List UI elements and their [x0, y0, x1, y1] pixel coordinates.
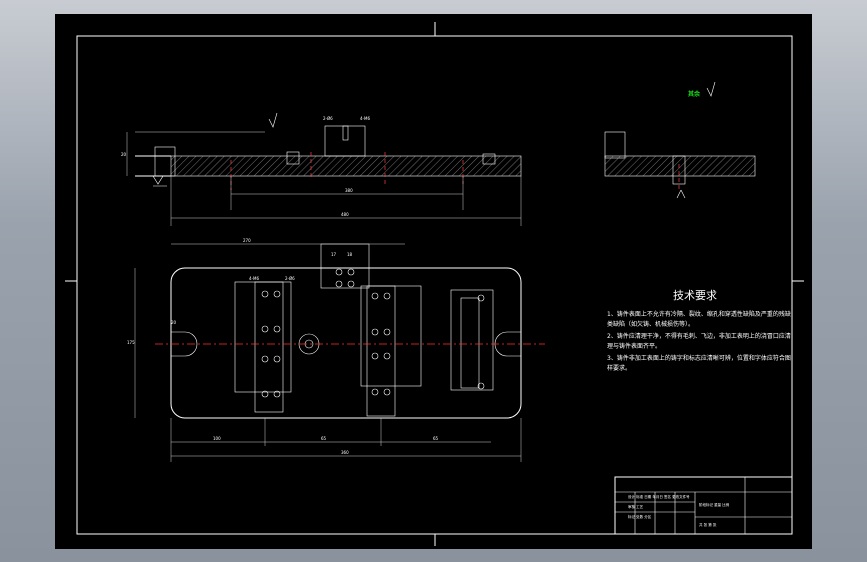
tb-row5: 共 张 第 张: [699, 522, 717, 527]
dim-top-width: 380: [345, 188, 353, 193]
dim-seg3: 65: [433, 436, 439, 441]
technical-requirements: 技术要求 1、铸件表面上不允许有冷隔、裂纹、缩孔和穿透性缺陷及严重的残缺 类缺陷…: [607, 289, 791, 372]
cad-viewport[interactable]: 380 480 20 2-Ø6 4-M6 其余: [55, 14, 812, 549]
hole-label-top: 2-Ø6: [323, 116, 333, 121]
note-line-4: 理与铸件表面齐平。: [607, 342, 661, 350]
dim-top-overall: 480: [341, 212, 349, 217]
title-block: 设计 标准 日期 年月日 签名 更改文件号 审核 工艺 标记 处数 分区 阶段标…: [614, 476, 793, 535]
plan-view: 360 270 100 65 65 175 20 4-M6 2-Ø6 17 18: [127, 238, 545, 462]
note-line-1: 1、铸件表面上不允许有冷隔、裂纹、缩孔和穿透性缺陷及严重的残缺: [607, 310, 791, 318]
dim-left: 20: [171, 320, 177, 325]
note-line-2: 类缺陷（如欠铸、机械损伤等）。: [607, 320, 694, 328]
tol-1: 17: [331, 252, 337, 257]
hole-label-plan2: 2-Ø6: [285, 276, 295, 281]
dim-seg2: 65: [321, 436, 327, 441]
hole-label-plan: 4-M6: [249, 276, 259, 281]
side-section-view: 其余: [604, 81, 756, 199]
drawing-border: [76, 35, 793, 535]
dim-seg1: 100: [213, 436, 221, 441]
tol-2: 18: [347, 252, 353, 257]
tb-row3: 标记 处数 分区: [628, 514, 652, 519]
note-line-6: 样要求。: [607, 364, 631, 372]
dim-plan-top: 270: [243, 238, 251, 243]
dim-plan-width: 360: [341, 450, 349, 455]
roughness-label: 其余: [688, 90, 701, 98]
tb-row4: 阶段标记 重量 比例: [699, 502, 730, 507]
tb-row2: 审核 工艺: [628, 504, 644, 509]
hole-label-top2: 4-M6: [360, 116, 370, 121]
front-section-view: 380 480 20 2-Ø6 4-M6: [121, 112, 522, 226]
dim-top-height: 20: [121, 152, 127, 157]
dim-plan-height: 175: [127, 340, 135, 345]
engineering-drawing: 380 480 20 2-Ø6 4-M6 其余: [65, 22, 804, 546]
note-line-3: 2、铸件应清理干净，不得有毛刺、飞边，非加工表明上的浇冒口应清: [607, 332, 791, 340]
tb-row1: 设计 标准 日期 年月日 签名 更改文件号: [628, 494, 690, 499]
note-line-5: 3、铸件非加工表面上的铸字和标志应清晰可辨，位置和字体应符合图: [607, 354, 791, 362]
notes-title: 技术要求: [673, 289, 717, 302]
